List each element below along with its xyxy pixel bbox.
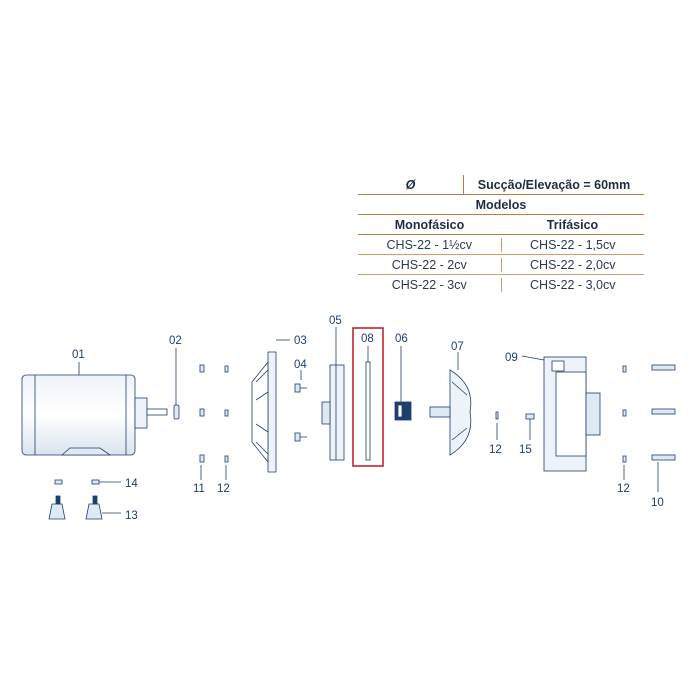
screw-part-15 xyxy=(525,413,535,432)
column-header-row: Monofásico Trifásico xyxy=(358,214,644,235)
table-row: CHS-22 - 1½cv CHS-22 - 1,5cv xyxy=(358,234,645,255)
motor-part-01 xyxy=(21,374,168,456)
diameter-symbol: Ø xyxy=(358,175,464,195)
bolts-part-11 xyxy=(199,364,205,463)
label-05: 05 xyxy=(329,315,342,327)
bracket-part-03 xyxy=(251,351,277,473)
o-ring-part-08 xyxy=(365,361,371,461)
seal-plate-part-05 xyxy=(321,364,345,461)
table-row: CHS-22 - 3cv CHS-22 - 3,0cv xyxy=(358,275,644,295)
col-trifasico: Trifásico xyxy=(546,217,599,232)
label-14: 14 xyxy=(125,478,138,490)
screws-part-04 xyxy=(294,383,307,442)
rubber-foot-part-13 xyxy=(48,495,103,520)
suction-spec: Sucção/Elevação = 60mm xyxy=(463,175,644,195)
volute-casing-part-09 xyxy=(543,356,601,472)
label-01: 01 xyxy=(72,349,85,361)
mechanical-seal-part-06 xyxy=(394,401,412,421)
models-spec-table: Ø Sucção/Elevação = 60mm Modelos Monofás… xyxy=(358,175,644,294)
label-08: 08 xyxy=(361,333,374,345)
label-10: 10 xyxy=(651,497,664,509)
models-title-row: Modelos xyxy=(358,194,644,215)
label-03: 03 xyxy=(294,335,307,347)
label-11: 11 xyxy=(193,483,205,495)
nuts-part-12-right xyxy=(622,365,627,463)
label-13: 13 xyxy=(125,510,138,522)
label-15: 15 xyxy=(519,444,532,456)
label-09: 09 xyxy=(505,352,518,364)
label-12-right: 12 xyxy=(617,483,630,495)
label-02: 02 xyxy=(169,335,182,347)
table-row: CHS-22 - 2cv CHS-22 - 2,0cv xyxy=(358,254,645,275)
model-mono-cell: CHS-22 - 1½cv xyxy=(386,237,472,252)
model-tri-cell: CHS-22 - 2,0cv xyxy=(500,257,645,272)
col-monofasico: Monofásico xyxy=(394,217,465,232)
bolts-part-10 xyxy=(651,364,676,461)
label-06: 06 xyxy=(395,333,408,345)
highlight-frame-08 xyxy=(352,327,384,467)
label-12-left: 12 xyxy=(217,483,230,495)
models-title: Modelos xyxy=(358,194,644,215)
model-tri-cell: CHS-22 - 3,0cv xyxy=(500,277,645,292)
impeller-part-07 xyxy=(429,369,472,456)
table-header-row: Ø Sucção/Elevação = 60mm xyxy=(358,175,644,195)
label-07: 07 xyxy=(451,341,464,353)
label-04: 04 xyxy=(294,359,307,371)
nuts-part-12-left xyxy=(224,365,229,463)
model-tri-cell: CHS-22 - 1,5cv xyxy=(500,237,645,252)
model-mono-cell: CHS-22 - 3cv xyxy=(391,277,467,292)
washer-part-14 xyxy=(54,479,100,485)
model-mono-cell: CHS-22 - 2cv xyxy=(391,257,467,272)
slinger-part-02 xyxy=(173,404,180,420)
label-12-center: 12 xyxy=(489,444,502,456)
